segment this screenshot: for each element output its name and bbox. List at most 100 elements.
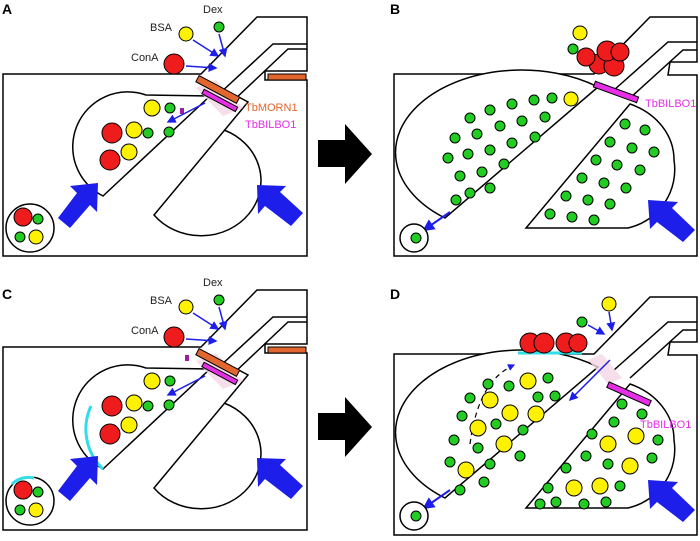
- flagellum: [218, 43, 307, 95]
- pocket-lobe-upper: [394, 69, 600, 219]
- dex-ball: [567, 43, 579, 55]
- cargo-red: [101, 395, 123, 417]
- panel-letter-b: B: [390, 1, 400, 17]
- cargo-green: [163, 399, 175, 411]
- panel-letter-d: D: [390, 286, 400, 302]
- blue-arrow-icon: [257, 458, 303, 499]
- mixed-cargo-lower: [534, 398, 664, 510]
- panel-b: B TbBILBO1: [390, 1, 698, 257]
- flow-arrow-dex: [218, 306, 228, 331]
- blue-arrow-icon: [257, 185, 303, 226]
- tbbilbo1-bar: [606, 381, 652, 407]
- blue-arrow-icon: [58, 456, 98, 501]
- label-cona: ConA: [131, 325, 159, 337]
- cargo-green: [14, 504, 26, 516]
- collar-mark: [180, 108, 184, 114]
- cargo-green: [32, 213, 44, 225]
- label-tbbilbo1: TbBILBO1: [645, 98, 696, 110]
- flow-arrow-bsa: [192, 312, 220, 330]
- flagellum: [218, 316, 307, 368]
- flow-arrow-into-pocket: [568, 359, 611, 402]
- mixed-cargo-upper: [444, 372, 561, 496]
- cargo-yellow: [28, 502, 44, 518]
- cargo-yellow: [120, 143, 138, 161]
- cargo-yellow: [143, 372, 161, 390]
- bsa-ball: [601, 296, 617, 312]
- morn-hook: [267, 346, 307, 354]
- dex-ball: [576, 316, 588, 328]
- cona-cluster: [576, 47, 596, 67]
- tbmorn1-bar: [195, 74, 241, 105]
- collar-zone: [588, 354, 622, 384]
- dex-ball: [213, 294, 225, 306]
- flow-arrow: [422, 489, 451, 510]
- flow-arrow: [587, 324, 606, 335]
- label-tbbilbo1: TbBILBO1: [245, 119, 296, 131]
- cona-cluster: [533, 332, 555, 354]
- cargo-green: [164, 375, 176, 387]
- flagellum: [613, 321, 697, 371]
- tbmorn1-bar: [195, 347, 241, 378]
- flagellum-inner: [629, 49, 697, 99]
- flagellum: [613, 41, 697, 91]
- cargo-red: [101, 122, 123, 144]
- cargo-green: [164, 102, 176, 114]
- flow-arrow-cona: [185, 336, 218, 345]
- flagellum-inner: [233, 48, 307, 101]
- panel-a: A BSA Dex ConA TbMORN1 TbBILBO1: [2, 1, 308, 257]
- label-dex: Dex: [203, 277, 223, 289]
- green-cargo-upper: [442, 92, 558, 206]
- flagellum-inner: [629, 329, 697, 379]
- cargo-red: [99, 423, 121, 445]
- pocket-lobe-lower: [153, 94, 262, 237]
- morn-hook: [267, 73, 307, 81]
- bsa-ball: [572, 25, 588, 41]
- cargo-green: [410, 232, 422, 244]
- cargo-green: [142, 127, 154, 139]
- cargo-yellow: [125, 394, 143, 412]
- pocket-lobe-lower: [153, 367, 262, 510]
- cargo-yellow: [28, 229, 44, 245]
- panel-letter-c: C: [2, 286, 12, 302]
- tbbilbo1-bar: [592, 80, 640, 104]
- label-bsa: BSA: [150, 295, 173, 307]
- label-tbbilbo1: TbBILBO1: [640, 419, 691, 431]
- cona-cluster: [610, 42, 630, 62]
- cona-ball: [163, 326, 185, 348]
- cyan-coat: [84, 405, 105, 471]
- right-arrow-icon: [318, 124, 372, 184]
- flow-arrow-dex: [218, 33, 228, 58]
- cyan-coat: [10, 475, 35, 486]
- cargo-red: [13, 207, 33, 227]
- flow-arrow: [606, 311, 616, 332]
- cargo-yellow: [125, 121, 143, 139]
- flow-arrow-bsa: [192, 39, 220, 57]
- cargo-red: [13, 480, 33, 500]
- label-cona: ConA: [131, 52, 159, 64]
- tbbilbo1-bar: [201, 361, 239, 386]
- cargo-green: [32, 486, 44, 498]
- flow-arrow: [422, 211, 451, 232]
- label-tbmorn1: TbMORN1: [245, 102, 298, 114]
- label-dex: Dex: [203, 4, 223, 16]
- flow-arrow-into-pocket: [166, 375, 206, 396]
- panel-d: D TbBILBO1: [390, 286, 698, 536]
- tbbilbo1-bar: [201, 88, 239, 113]
- blue-arrow-icon: [648, 480, 695, 522]
- bsa-ball: [178, 26, 194, 42]
- cargo-green: [14, 231, 26, 243]
- bsa-ball: [178, 299, 194, 315]
- cona-cluster: [568, 333, 588, 353]
- dex-ball: [213, 21, 225, 33]
- flagellum-inner: [233, 321, 307, 374]
- collar-mark: [185, 355, 189, 361]
- right-arrow-icon: [318, 397, 372, 457]
- cargo-yellow: [143, 99, 161, 117]
- flow-arrow-cona: [185, 63, 218, 72]
- cona-ball: [163, 53, 185, 75]
- blue-arrow-icon: [58, 183, 98, 228]
- cargo-green: [410, 510, 422, 522]
- cargo-green: [142, 400, 154, 412]
- flow-arrow-into-pocket: [166, 102, 206, 123]
